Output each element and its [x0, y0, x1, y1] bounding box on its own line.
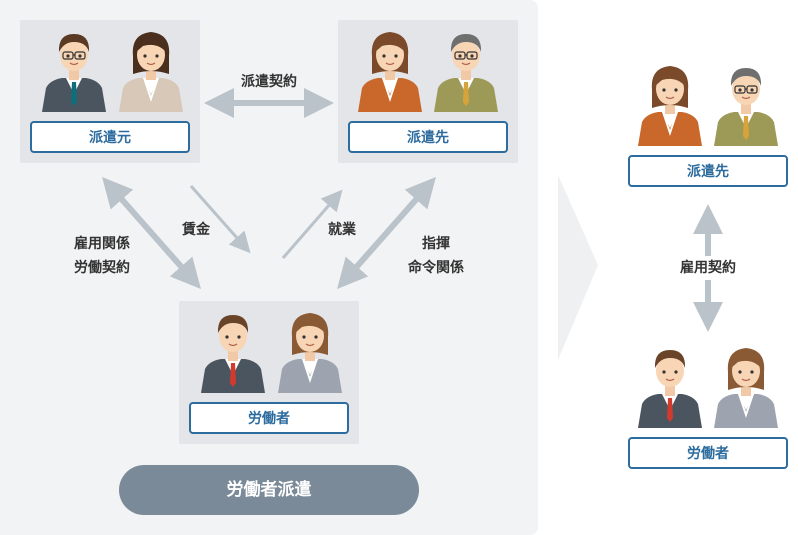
woman-orange-icon: [358, 32, 422, 112]
haken-saki-label: 派遣先: [348, 121, 508, 153]
worker-man-icon: [201, 315, 265, 393]
shuugyou-arrow: [281, 189, 343, 259]
chingin-arrow: [189, 185, 251, 254]
haken-moto-label: 派遣元: [30, 121, 190, 153]
manager-man-icon: [42, 34, 106, 112]
roudousha-label: 労働者: [189, 402, 349, 434]
shiki-text-1: 指揮: [422, 236, 450, 252]
koyou-kankei-text-1: 雇用関係: [74, 236, 130, 252]
woman-beige-icon: [119, 32, 183, 112]
right-worker-woman-icon: [714, 348, 778, 428]
worker-woman-icon: [278, 313, 342, 393]
right-haken-saki-label: 派遣先: [628, 155, 788, 187]
shiki-text-2: 命令関係: [408, 260, 464, 276]
right-woman-orange-icon: [638, 66, 702, 146]
shuugyou-text: 就業: [328, 222, 356, 238]
right-older-man-icon: [714, 68, 778, 146]
right-koyou-keiyaku-text: 雇用契約: [668, 256, 748, 280]
roudousha-haken-caption: 労働者派遣: [119, 465, 419, 515]
koyou-kankei-arrow: [102, 177, 201, 289]
chingin-text: 賃金: [182, 222, 210, 238]
haken-keiyaku-text: 派遣契約: [241, 74, 297, 90]
shiki-arrow: [337, 177, 436, 289]
right-worker-man-icon: [638, 350, 702, 428]
older-man-icon: [434, 34, 498, 112]
koyou-kankei-text-2: 労働契約: [74, 260, 130, 276]
right-roudousha-label: 労働者: [628, 437, 788, 469]
